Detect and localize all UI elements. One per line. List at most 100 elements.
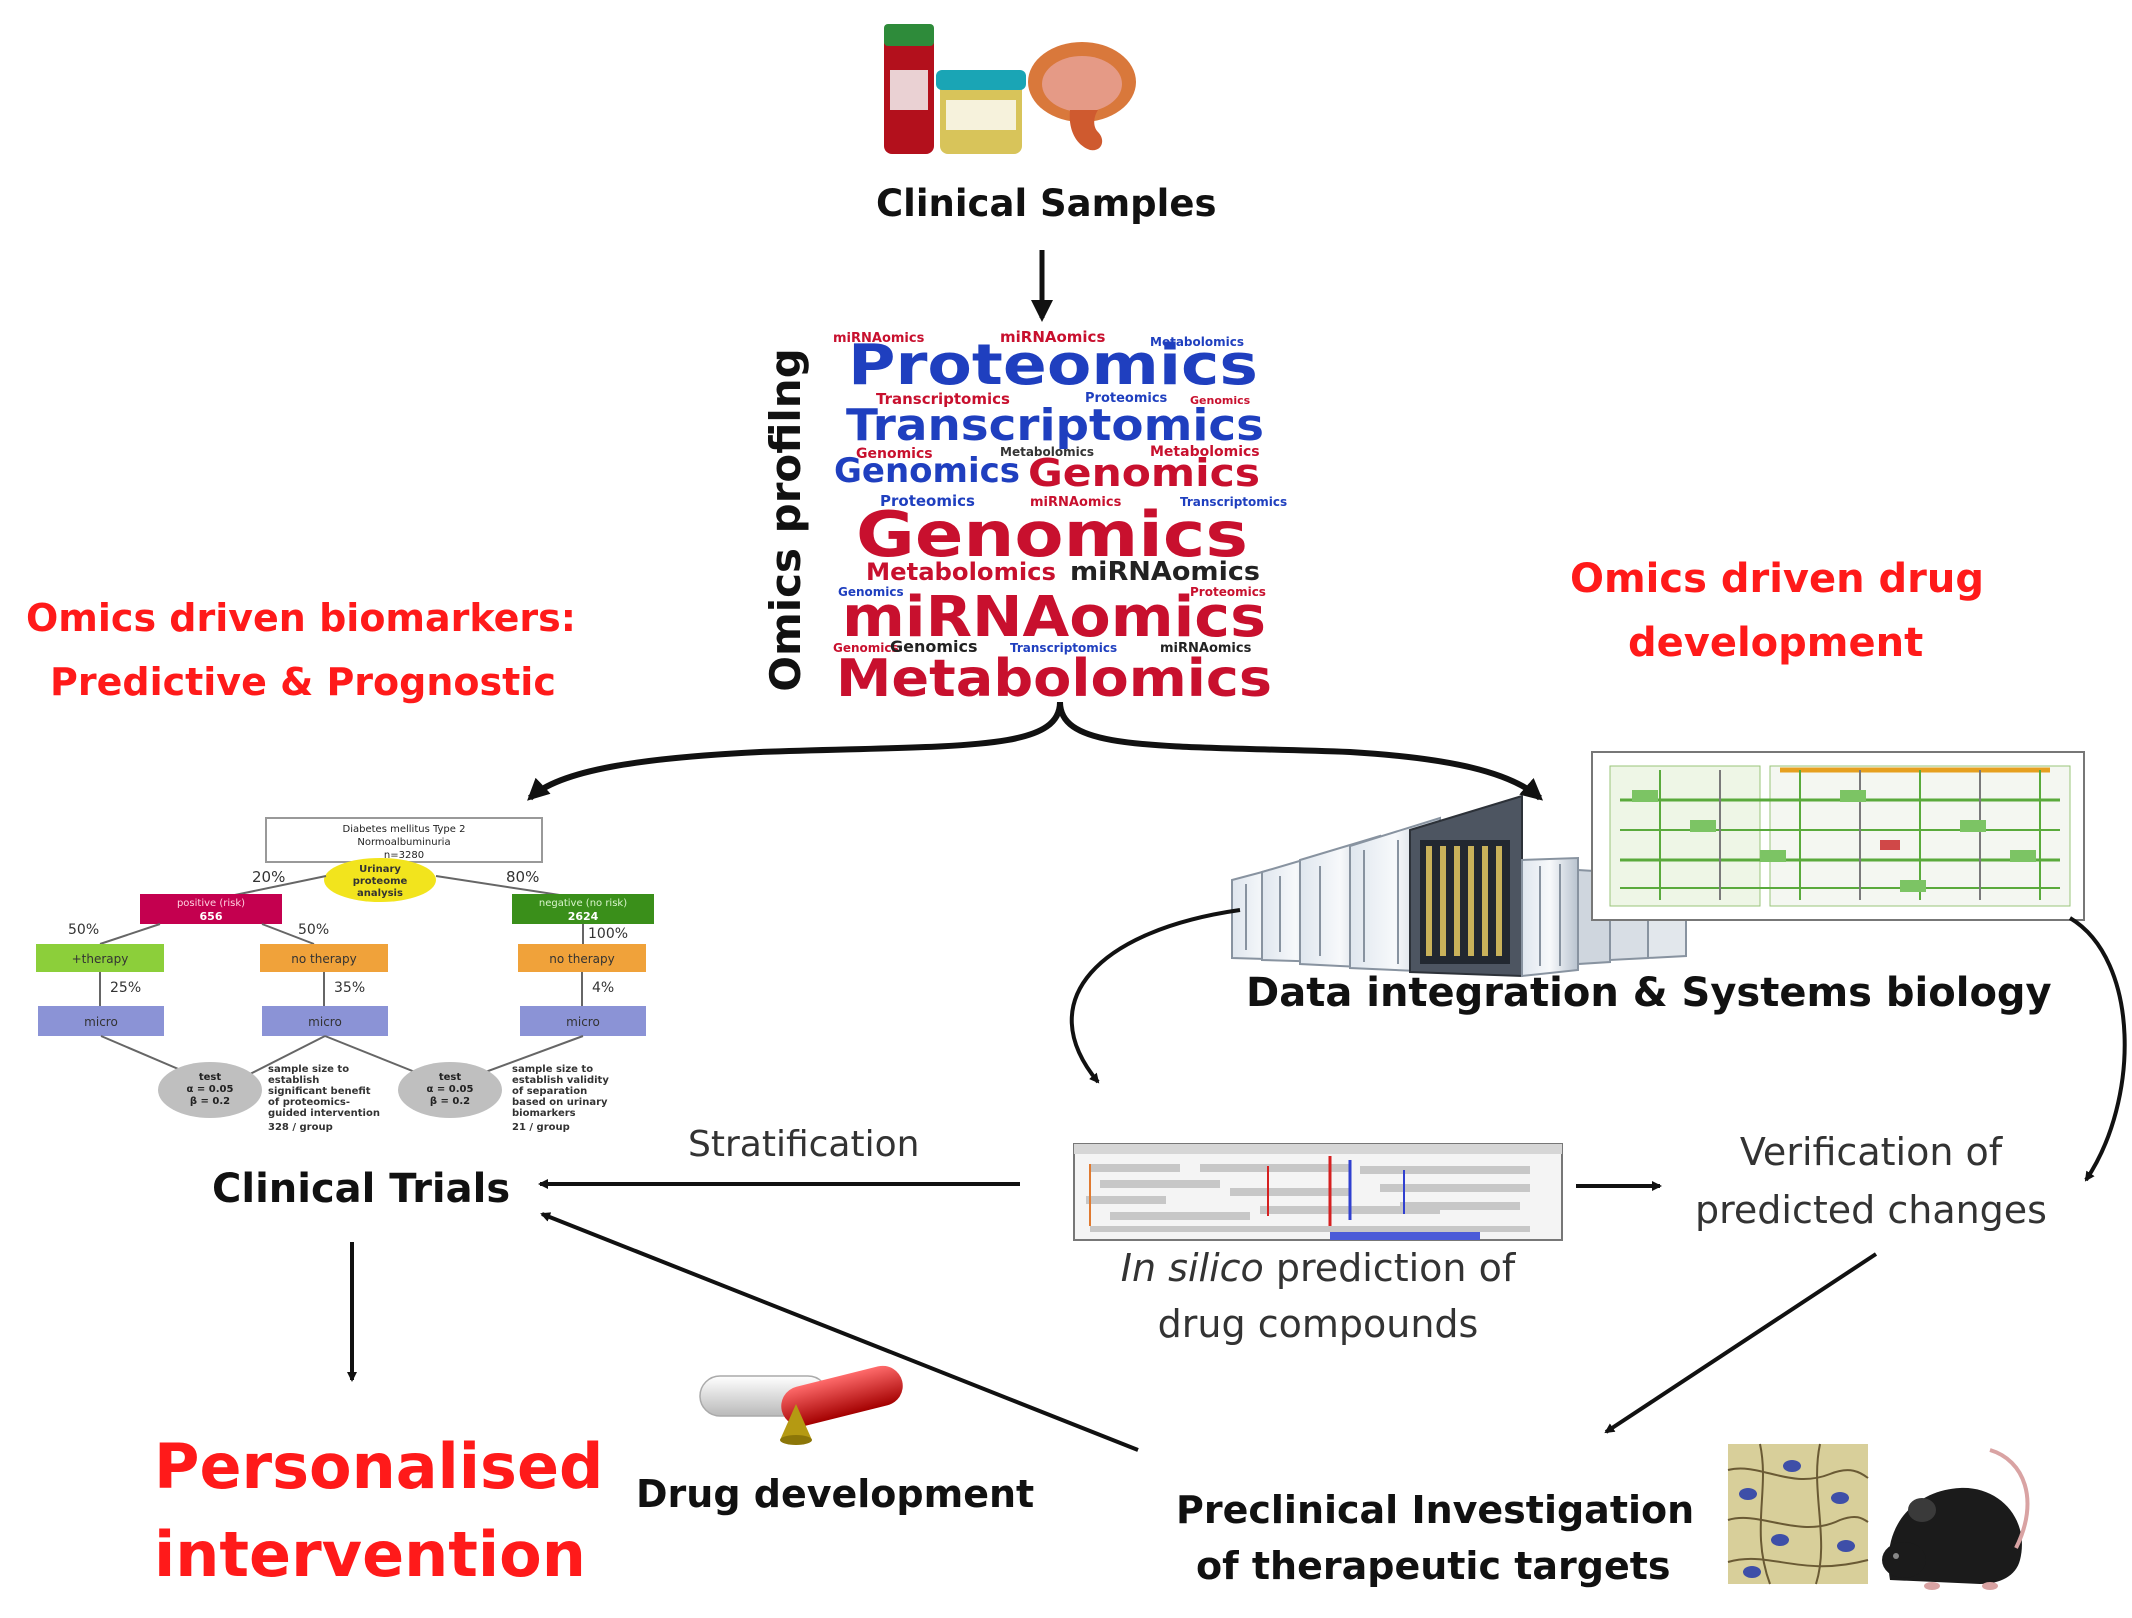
sample-tubes-icon — [884, 24, 1026, 154]
cloud-small-word: Metabolomics — [1150, 335, 1244, 349]
clinical-samples-label: Clinical Samples — [876, 182, 1217, 225]
cloud-small-word: Proteomics — [1085, 391, 1168, 406]
biomarkers-heading-line1: Omics driven biomarkers: — [26, 596, 576, 640]
cloud-small-word: Genomics — [838, 585, 904, 599]
arrow-integration-to-insilico — [1069, 908, 1241, 1084]
svg-text:50%: 50% — [298, 922, 329, 938]
svg-text:80%: 80% — [506, 868, 539, 886]
svg-text:656: 656 — [200, 910, 223, 923]
cloud-word-metabolomics: Metabolomics — [836, 649, 1272, 709]
preclinical-label-line2: of therapeutic targets — [1196, 1544, 1671, 1588]
cloud-word-genomics-blue: Genomics — [834, 451, 1020, 491]
arrow-pathway-to-verification — [2068, 916, 2127, 1182]
arrow-to-drug-development — [1057, 701, 1544, 801]
svg-text:α = 0.05: α = 0.05 — [427, 1084, 474, 1095]
svg-text:20%: 20% — [252, 868, 285, 886]
arrow-verification-to-preclinical — [1604, 1252, 1878, 1434]
biomarkers-heading-line2: Predictive & Prognostic — [50, 660, 556, 704]
preclinical-label-line1: Preclinical Investigation — [1176, 1488, 1695, 1532]
svg-text:establish validity: establish validity — [512, 1075, 609, 1086]
svg-text:of proteomics-: of proteomics- — [268, 1097, 350, 1108]
svg-text:significant benefit: significant benefit — [268, 1086, 371, 1097]
cloud-small-word: Genomics — [856, 446, 933, 462]
svg-text:no therapy: no therapy — [549, 952, 614, 966]
verification-label-line2: predicted changes — [1695, 1188, 2047, 1232]
cloud-small-word: Transcriptomics — [1010, 641, 1117, 655]
insilico-rest: prediction of — [1263, 1246, 1516, 1290]
cloud-small-word: miRNAomics — [1000, 328, 1105, 346]
trial-design-flowchart: Diabetes mellitus Type 2 Normoalbuminuri… — [36, 817, 654, 1133]
svg-text:establish: establish — [268, 1075, 319, 1086]
cloud-small-word: Metabolomics — [1000, 445, 1094, 459]
cloud-small-word: Genomics — [1190, 394, 1251, 407]
svg-text:micro: micro — [84, 1015, 118, 1029]
cloud-word-genomics-red: Genomics — [1028, 451, 1260, 495]
svg-text:35%: 35% — [334, 980, 365, 996]
svg-text:100%: 100% — [588, 926, 628, 942]
data-integration-label: Data integration & Systems biology — [1246, 970, 2052, 1016]
svg-text:328 / group: 328 / group — [268, 1122, 333, 1133]
svg-text:50%: 50% — [68, 922, 99, 938]
cloud-small-word: miRNAomics — [833, 331, 925, 346]
cloud-word-transcriptomics: Transcriptomics — [846, 400, 1264, 451]
cloud-small-word: Transcriptomics — [876, 390, 1010, 408]
drug-development-label: Drug development — [636, 1472, 1035, 1516]
cloud-small-word: Proteomics — [880, 492, 975, 510]
svg-text:4%: 4% — [592, 980, 614, 996]
cloud-small-word: Genomics — [833, 641, 899, 655]
insilico-italic: In silico — [1120, 1246, 1264, 1290]
svg-text:of separation: of separation — [512, 1086, 587, 1097]
genome-browser-icon — [1073, 1143, 1563, 1241]
insilico-label-line1: In silico prediction of — [1100, 1246, 1536, 1290]
svg-text:n=3280: n=3280 — [384, 850, 424, 861]
personalised-label-line1: Personalised — [154, 1430, 604, 1503]
svg-text:Normoalbuminuria: Normoalbuminuria — [357, 837, 450, 848]
cloud-small-word: miRNAomics — [1160, 641, 1252, 656]
pathway-map-icon — [1591, 751, 2085, 921]
svg-text:21 / group: 21 / group — [512, 1122, 570, 1133]
svg-text:2624: 2624 — [568, 910, 599, 923]
mouse-icon — [1882, 1448, 2030, 1590]
cloud-small-word: Transcriptomics — [1180, 495, 1287, 509]
svg-text:proteome: proteome — [353, 876, 408, 887]
arrow-to-biomarkers — [527, 701, 1063, 801]
server-rack-icon — [1231, 794, 1687, 978]
stratification-label: Stratification — [688, 1124, 920, 1165]
kidney-icon — [1028, 42, 1136, 151]
insilico-label-line2: drug compounds — [1157, 1302, 1479, 1346]
arrow-preclinical-to-trials — [540, 1212, 1139, 1452]
cloud-small-word: Genomics — [890, 637, 978, 656]
cloud-word-mirnaomics: miRNAomics — [842, 585, 1266, 650]
svg-text:micro: micro — [308, 1015, 342, 1029]
svg-text:based on urinary: based on urinary — [512, 1097, 608, 1108]
cloud-small-word: miRNAomics — [1030, 495, 1122, 510]
svg-text:α = 0.05: α = 0.05 — [187, 1084, 234, 1095]
svg-text:guided intervention: guided intervention — [268, 1108, 380, 1119]
svg-text:biomarkers: biomarkers — [512, 1108, 576, 1119]
capsule-icon — [699, 1365, 903, 1445]
omics-word-cloud: miRNAomics miRNAomics Metabolomics Prote… — [828, 328, 1287, 709]
svg-text:sample size to: sample size to — [268, 1064, 349, 1075]
svg-text:Diabetes mellitus Type 2: Diabetes mellitus Type 2 — [343, 824, 466, 835]
svg-text:test: test — [199, 1072, 222, 1083]
svg-text:no therapy: no therapy — [291, 952, 356, 966]
svg-text:analysis: analysis — [357, 888, 403, 899]
cloud-word-mirnaomics-medium: miRNAomics — [1070, 557, 1260, 587]
cloud-small-word: Metabolomics — [1150, 444, 1260, 460]
omics-profiling-label: Omics profilng — [761, 348, 810, 692]
clinical-trials-label: Clinical Trials — [212, 1166, 511, 1212]
svg-text:micro: micro — [566, 1015, 600, 1029]
cloud-word-metabolomics-medium: Metabolomics — [866, 558, 1056, 586]
svg-text:sample size to: sample size to — [512, 1064, 593, 1075]
cloud-word-proteomics: Proteomics — [848, 333, 1258, 398]
svg-text:+therapy: +therapy — [72, 952, 129, 966]
svg-text:β = 0.2: β = 0.2 — [430, 1096, 470, 1107]
drugdev-heading-line2: development — [1628, 620, 1924, 666]
svg-text:Urinary: Urinary — [359, 864, 401, 875]
cloud-small-word: Proteomics — [1190, 585, 1266, 599]
tissue-slide-icon — [1727, 1443, 1869, 1585]
svg-text:25%: 25% — [110, 980, 141, 996]
svg-text:negative (no risk): negative (no risk) — [539, 898, 627, 909]
